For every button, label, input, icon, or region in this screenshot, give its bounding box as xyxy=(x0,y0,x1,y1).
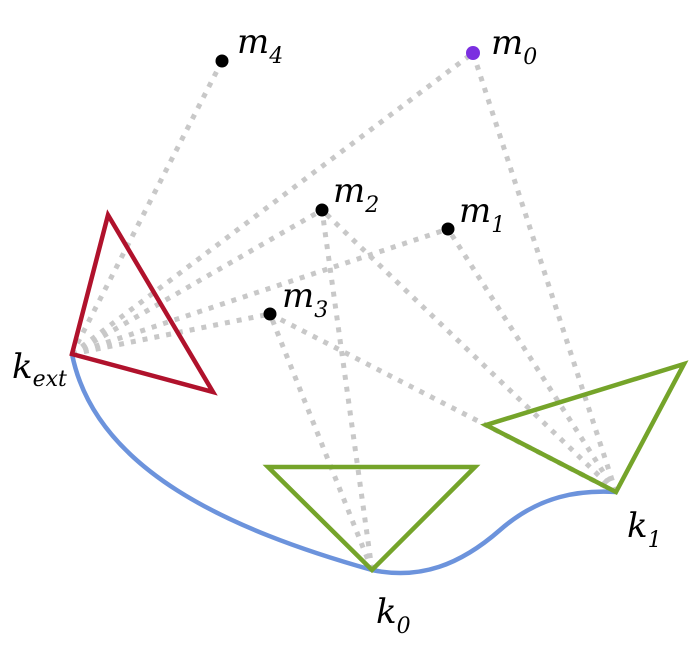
camera-k1-triangle xyxy=(480,360,689,496)
ray-k1-m1 xyxy=(445,227,619,494)
label-m0: m0 xyxy=(491,23,537,70)
label-k1: k1 xyxy=(627,506,662,553)
observation-rays xyxy=(69,51,619,571)
landmark-m3-point xyxy=(263,307,277,321)
ray-kext-m3 xyxy=(71,311,271,357)
label-k0: k0 xyxy=(376,592,411,639)
ray-k0-m2 xyxy=(319,209,375,571)
ray-k0-m3 xyxy=(267,313,375,571)
label-kext: kext xyxy=(12,347,67,392)
camera-kext-triangle xyxy=(69,209,218,396)
ray-k1-m2 xyxy=(320,208,618,494)
trajectory-curve xyxy=(69,353,617,576)
landmark-m2-point xyxy=(315,203,329,217)
label-m4: m4 xyxy=(237,22,283,69)
camera-k0-triangle xyxy=(262,464,481,574)
landmark-m4-point xyxy=(215,54,229,68)
label-m3: m3 xyxy=(282,276,328,323)
landmark-m1-point xyxy=(441,222,455,236)
ray-kext-m2 xyxy=(70,207,324,357)
landmarks xyxy=(215,46,480,321)
label-m2: m2 xyxy=(333,171,379,218)
landmark-m0-point xyxy=(466,46,480,60)
ray-k1-m0 xyxy=(470,52,619,493)
label-m1: m1 xyxy=(459,191,505,238)
